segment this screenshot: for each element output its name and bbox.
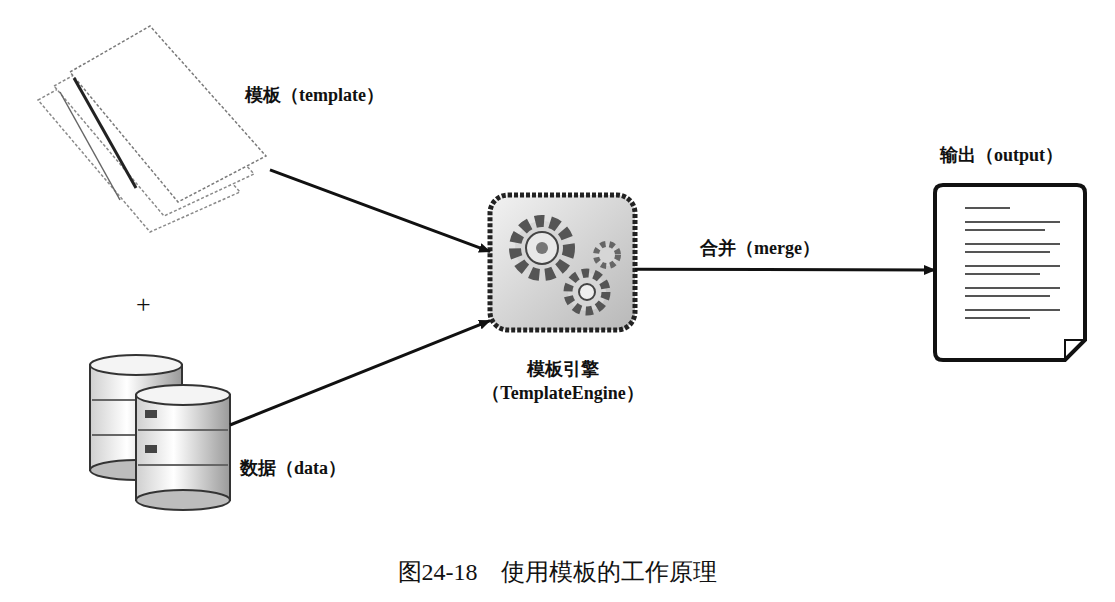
- figure-caption: 图24-18 使用模板的工作原理: [0, 556, 1115, 588]
- flow-arrow: [270, 170, 490, 252]
- gears-icon: [490, 195, 635, 330]
- edge-label: 合并（merge）: [696, 236, 824, 260]
- node-label: 模板引擎 （TemplateEngine）: [463, 357, 663, 406]
- paper-stack-icon: [38, 26, 266, 232]
- database-icon: [90, 355, 230, 510]
- node-label: 数据（data）: [240, 456, 346, 480]
- data-node: 数据（data）: [85, 350, 230, 500]
- node-label: 输出（output）: [940, 143, 1063, 167]
- flow-arrow: [635, 268, 935, 272]
- node-label: 模板（template）: [245, 83, 384, 107]
- plus-sign: +: [136, 290, 151, 320]
- engine-node: 模板引擎 （TemplateEngine）: [490, 195, 635, 330]
- template-node: 模板（template）: [35, 20, 270, 230]
- document-icon: [935, 185, 1085, 360]
- output-node: 输出（output）: [935, 185, 1085, 360]
- flow-arrow: [230, 321, 490, 425]
